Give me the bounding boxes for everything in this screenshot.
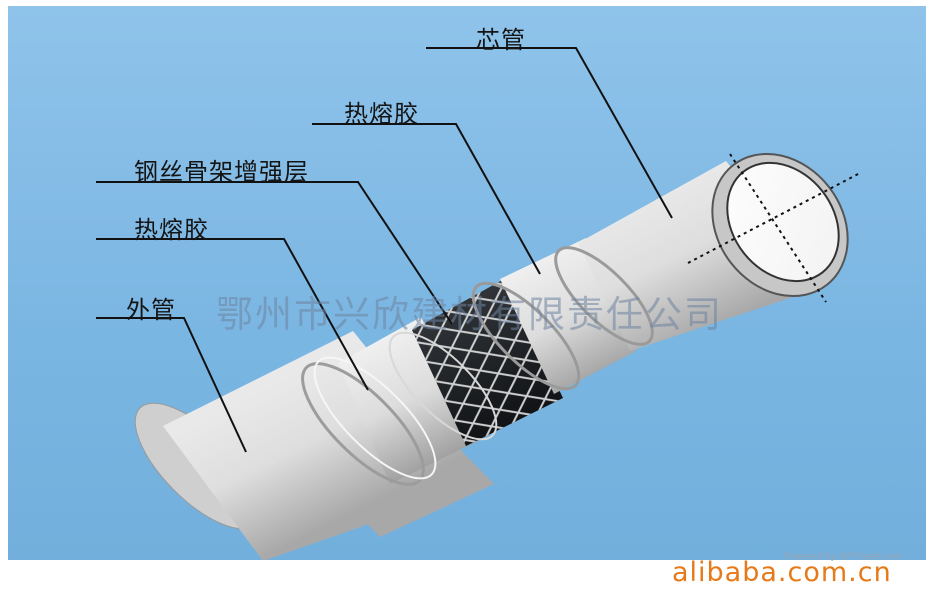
center-axis-vertical [729, 153, 827, 303]
diytrade-watermark: Powered by DIYTrade.com [784, 552, 902, 562]
center-axis-horizontal [687, 172, 861, 264]
outer-pipe-shell [163, 331, 478, 560]
hot-melt-outer-edge [301, 362, 425, 486]
pipe-cutaway-diagram [96, 47, 861, 560]
leader-line-hot-melt-outer [96, 238, 369, 391]
label-hot-melt-inner: 热熔胶 [344, 100, 419, 128]
leader-line-steel-wire-layer [96, 181, 453, 325]
label-hot-melt-outer: 热熔胶 [134, 216, 209, 244]
hot-melt-outer-layer [338, 317, 480, 484]
hot-melt-outer-highlight [313, 356, 437, 480]
alibaba-watermark: alibaba.com.cn [672, 557, 892, 588]
core-pipe-shoulder [554, 246, 654, 346]
steel-wire-mesh-edge [388, 331, 498, 441]
leader-line-core-pipe [426, 47, 673, 219]
hot-melt-inner-edge [471, 281, 581, 391]
label-core-pipe: 芯管 [476, 26, 526, 54]
label-outer-pipe: 外管 [126, 296, 176, 324]
core-pipe-bore [726, 161, 840, 283]
label-steel-wire-layer: 钢丝骨架增强层 [134, 158, 309, 186]
leader-line-outer-pipe [96, 317, 247, 453]
company-watermark: 鄂州市兴欣建材有限责任公司 [216, 293, 723, 336]
leader-line-hot-melt-inner [312, 123, 541, 275]
diagram-panel: 芯管 热熔胶 钢丝骨架增强层 热熔胶 外管 鄂州市兴欣建材有限责任公司 [8, 6, 926, 560]
